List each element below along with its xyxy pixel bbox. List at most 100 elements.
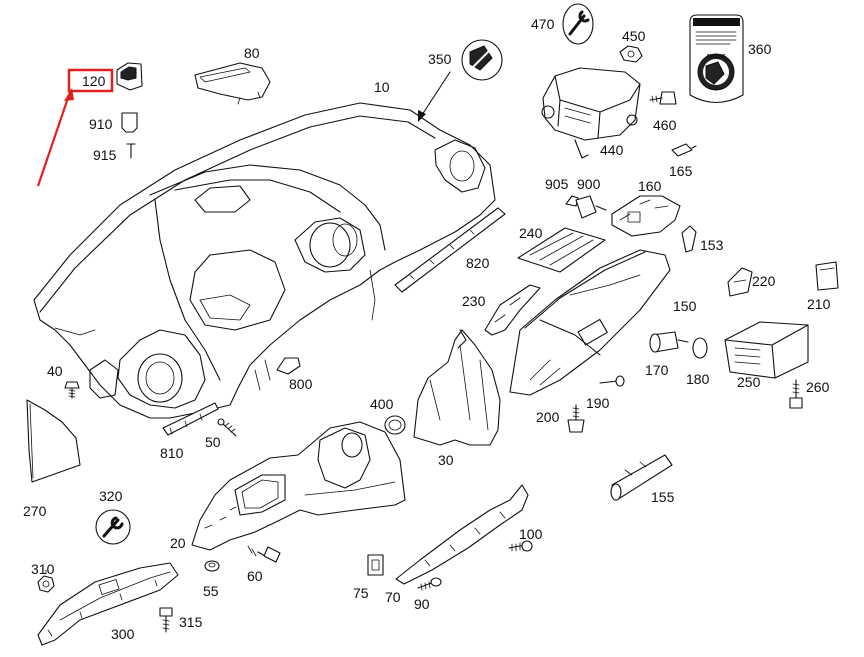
label-360: 360 — [748, 41, 772, 57]
clip-910 — [121, 112, 138, 133]
label-220: 220 — [752, 273, 776, 289]
bracket-160 — [611, 195, 681, 237]
label-250: 250 — [737, 374, 761, 390]
screw-90 — [417, 577, 442, 591]
bracket-230 — [484, 284, 541, 336]
label-350: 350 — [428, 51, 452, 67]
light-155 — [610, 454, 673, 501]
label-150: 150 — [673, 298, 697, 314]
label-810: 810 — [160, 445, 184, 461]
label-10: 10 — [374, 79, 390, 95]
label-320: 320 — [99, 488, 123, 504]
leader-arrow-350 — [418, 71, 451, 122]
label-30: 30 — [438, 452, 454, 468]
label-75: 75 — [353, 585, 369, 601]
label-450: 450 — [622, 28, 646, 44]
cap-180 — [692, 337, 708, 359]
label-820: 820 — [466, 255, 490, 271]
label-310: 310 — [31, 561, 55, 577]
label-300: 300 — [111, 626, 135, 642]
label-170: 170 — [645, 362, 669, 378]
screw-50 — [217, 418, 237, 437]
label-240: 240 — [519, 225, 543, 241]
label-470: 470 — [531, 16, 555, 32]
warning-label-heading: WARNING — [704, 20, 728, 26]
screw-260 — [789, 379, 803, 409]
sensor-210 — [815, 261, 839, 291]
label-900: 900 — [577, 176, 601, 192]
label-153: 153 — [700, 237, 724, 253]
trim-810 — [162, 402, 219, 436]
label-915: 915 — [93, 147, 117, 163]
trim-strip-820 — [394, 207, 506, 293]
dashboard-body — [33, 102, 496, 419]
highlight-120 — [36, 68, 114, 187]
passenger-airbag-440 — [541, 67, 641, 159]
label-460: 460 — [653, 117, 677, 133]
label-210: 210 — [807, 296, 831, 312]
label-80: 80 — [244, 45, 260, 61]
callout-labels: 10 20 30 40 50 55 60 70 75 80 90 100 120… — [23, 16, 831, 642]
connector-905 — [565, 195, 579, 207]
screw-915 — [126, 143, 136, 159]
label-90: 90 — [414, 596, 430, 612]
screw-190 — [599, 375, 625, 387]
label-180: 180 — [686, 371, 710, 387]
label-190: 190 — [586, 395, 610, 411]
label-440: 440 — [600, 142, 624, 158]
screw-100 — [508, 540, 533, 552]
lock-170 — [649, 331, 689, 353]
side-trim-30 — [413, 329, 501, 446]
bulb-165 — [671, 143, 697, 157]
label-50: 50 — [205, 434, 221, 450]
glovebox-150 — [509, 249, 671, 396]
switch-120 — [116, 62, 143, 91]
label-905: 905 — [545, 176, 569, 192]
clip-153 — [681, 225, 697, 253]
label-155: 155 — [651, 489, 675, 505]
warning-label-badge: AIRBAG — [706, 54, 726, 60]
nut-450 — [619, 45, 643, 63]
label-270: 270 — [23, 503, 47, 519]
label-800: 800 — [289, 376, 313, 392]
screw-60 — [247, 545, 281, 563]
screw-40 — [64, 381, 80, 399]
clip-800 — [276, 357, 301, 375]
warning-label-360: WARNING AIRBAG — [689, 14, 744, 104]
label-400: 400 — [370, 396, 394, 412]
label-165: 165 — [669, 163, 693, 179]
label-260: 260 — [806, 379, 830, 395]
vent-240 — [517, 227, 606, 273]
label-160: 160 — [638, 178, 662, 194]
label-100: 100 — [519, 526, 543, 542]
label-230: 230 — [462, 293, 486, 309]
wrench-badge-320 — [95, 509, 131, 545]
label-60: 60 — [247, 568, 263, 584]
sensor-220 — [727, 267, 753, 297]
side-cover-270 — [26, 399, 81, 483]
clip-75 — [367, 554, 384, 576]
label-70: 70 — [385, 589, 401, 605]
grommet-400 — [384, 415, 406, 435]
screw-200 — [567, 404, 585, 433]
label-200: 200 — [536, 409, 560, 425]
lower-trim-70 — [395, 484, 529, 585]
wrench-badge-470 — [562, 3, 594, 45]
lower-panel-20 — [191, 421, 406, 551]
screw-315 — [159, 607, 173, 633]
label-120: 120 — [82, 73, 106, 89]
label-315: 315 — [179, 614, 203, 630]
label-55: 55 — [203, 583, 219, 599]
airbag-badge-350 — [461, 39, 503, 81]
knee-airbag-300 — [37, 562, 179, 646]
nut-310 — [37, 569, 55, 593]
label-20: 20 — [170, 535, 186, 551]
label-40: 40 — [47, 363, 63, 379]
clip-55 — [204, 560, 220, 572]
cover-80 — [194, 62, 271, 105]
connector-900 — [575, 195, 607, 219]
module-250 — [724, 321, 809, 379]
label-910: 910 — [89, 116, 113, 132]
screw-460 — [649, 91, 677, 105]
